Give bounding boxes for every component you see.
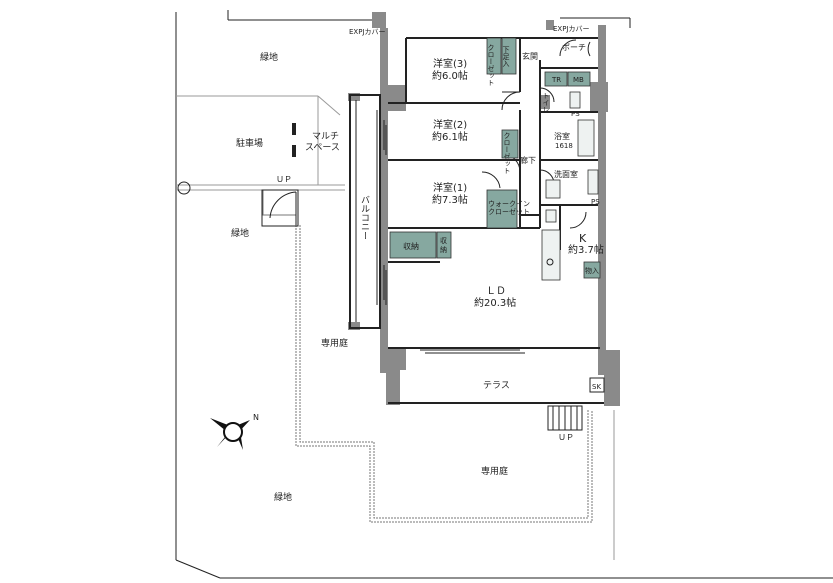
green-area-left-label: 緑地 <box>231 227 249 239</box>
closet-room3-label: クローゼット <box>487 44 495 86</box>
up-label-bottom: ＵＰ <box>558 433 574 442</box>
toilet-label: トイレ <box>542 92 550 113</box>
porch-label: ポーチ <box>562 43 586 52</box>
parking-label: 駐車場 <box>236 137 263 149</box>
kitchen-name: K <box>579 232 587 245</box>
storage-b-label-1: 収 <box>440 237 447 245</box>
room1-size: 約7.3帖 <box>432 193 468 206</box>
parking-marks <box>292 123 296 157</box>
storage-a-label: 収納 <box>403 241 419 251</box>
ps-label-1: PS <box>571 110 580 118</box>
terrace-steps <box>388 377 605 431</box>
exp-label-right: EXPJカバー <box>553 25 590 33</box>
corridor-label: 廊下 <box>520 155 536 165</box>
up-label-left: ＵＰ <box>276 175 292 184</box>
green-area-top-label: 緑地 <box>260 51 278 63</box>
mb-label: MB <box>573 76 584 84</box>
kitchen-size: 約3.7帖 <box>568 243 604 256</box>
north-label: N <box>253 413 259 422</box>
room2-size: 約6.1帖 <box>432 130 468 143</box>
balcony <box>349 94 381 329</box>
partitions <box>388 37 600 349</box>
exp-label-left: EXPJカバー <box>349 28 386 36</box>
room3-size: 約6.0帖 <box>432 69 468 82</box>
fixtures <box>541 91 599 281</box>
bath-size-label: 1618 <box>555 142 573 150</box>
windows <box>383 120 525 354</box>
ld-name: ＬＤ <box>486 286 506 297</box>
garden-left-label: 専用庭 <box>321 337 348 349</box>
multi-space-label-1: マルチ <box>312 131 339 142</box>
garden-bottom-label: 専用庭 <box>481 465 508 477</box>
closets <box>389 37 601 279</box>
terrace-label: テラス <box>483 380 510 391</box>
green-area-bottom-label: 緑地 <box>274 491 292 503</box>
storage-b-label-2: 納 <box>440 245 447 254</box>
balcony-label: バルコニー <box>359 195 370 240</box>
washroom-label: 洗面室 <box>554 169 578 179</box>
walk-in-closet-label-2: クローゼット <box>488 207 530 216</box>
entrance-label: 玄関 <box>522 51 538 61</box>
exterior-walls <box>348 12 620 406</box>
ps-label-2: PS <box>591 198 600 206</box>
gate-left <box>177 181 299 227</box>
shoe-storage-label: 下足入 <box>502 46 510 67</box>
bath-label: 浴室 <box>554 131 570 141</box>
sk-label: SK <box>592 383 601 391</box>
pantry-label: 物入 <box>585 266 599 275</box>
walk-in-closet-label-1: ウォークイン <box>488 200 530 208</box>
site-boundary <box>175 10 833 579</box>
north-arrow-icon <box>210 418 250 450</box>
tr-label: TR <box>551 76 561 84</box>
ld-size: 約20.3帖 <box>474 296 516 309</box>
multi-space-label-2: スペース <box>305 143 340 153</box>
room3-name: 洋室(3) <box>433 57 467 70</box>
room2-name: 洋室(2) <box>433 118 467 131</box>
room1-name: 洋室(1) <box>433 181 467 194</box>
closet-room2-label: クローゼット <box>503 132 511 174</box>
